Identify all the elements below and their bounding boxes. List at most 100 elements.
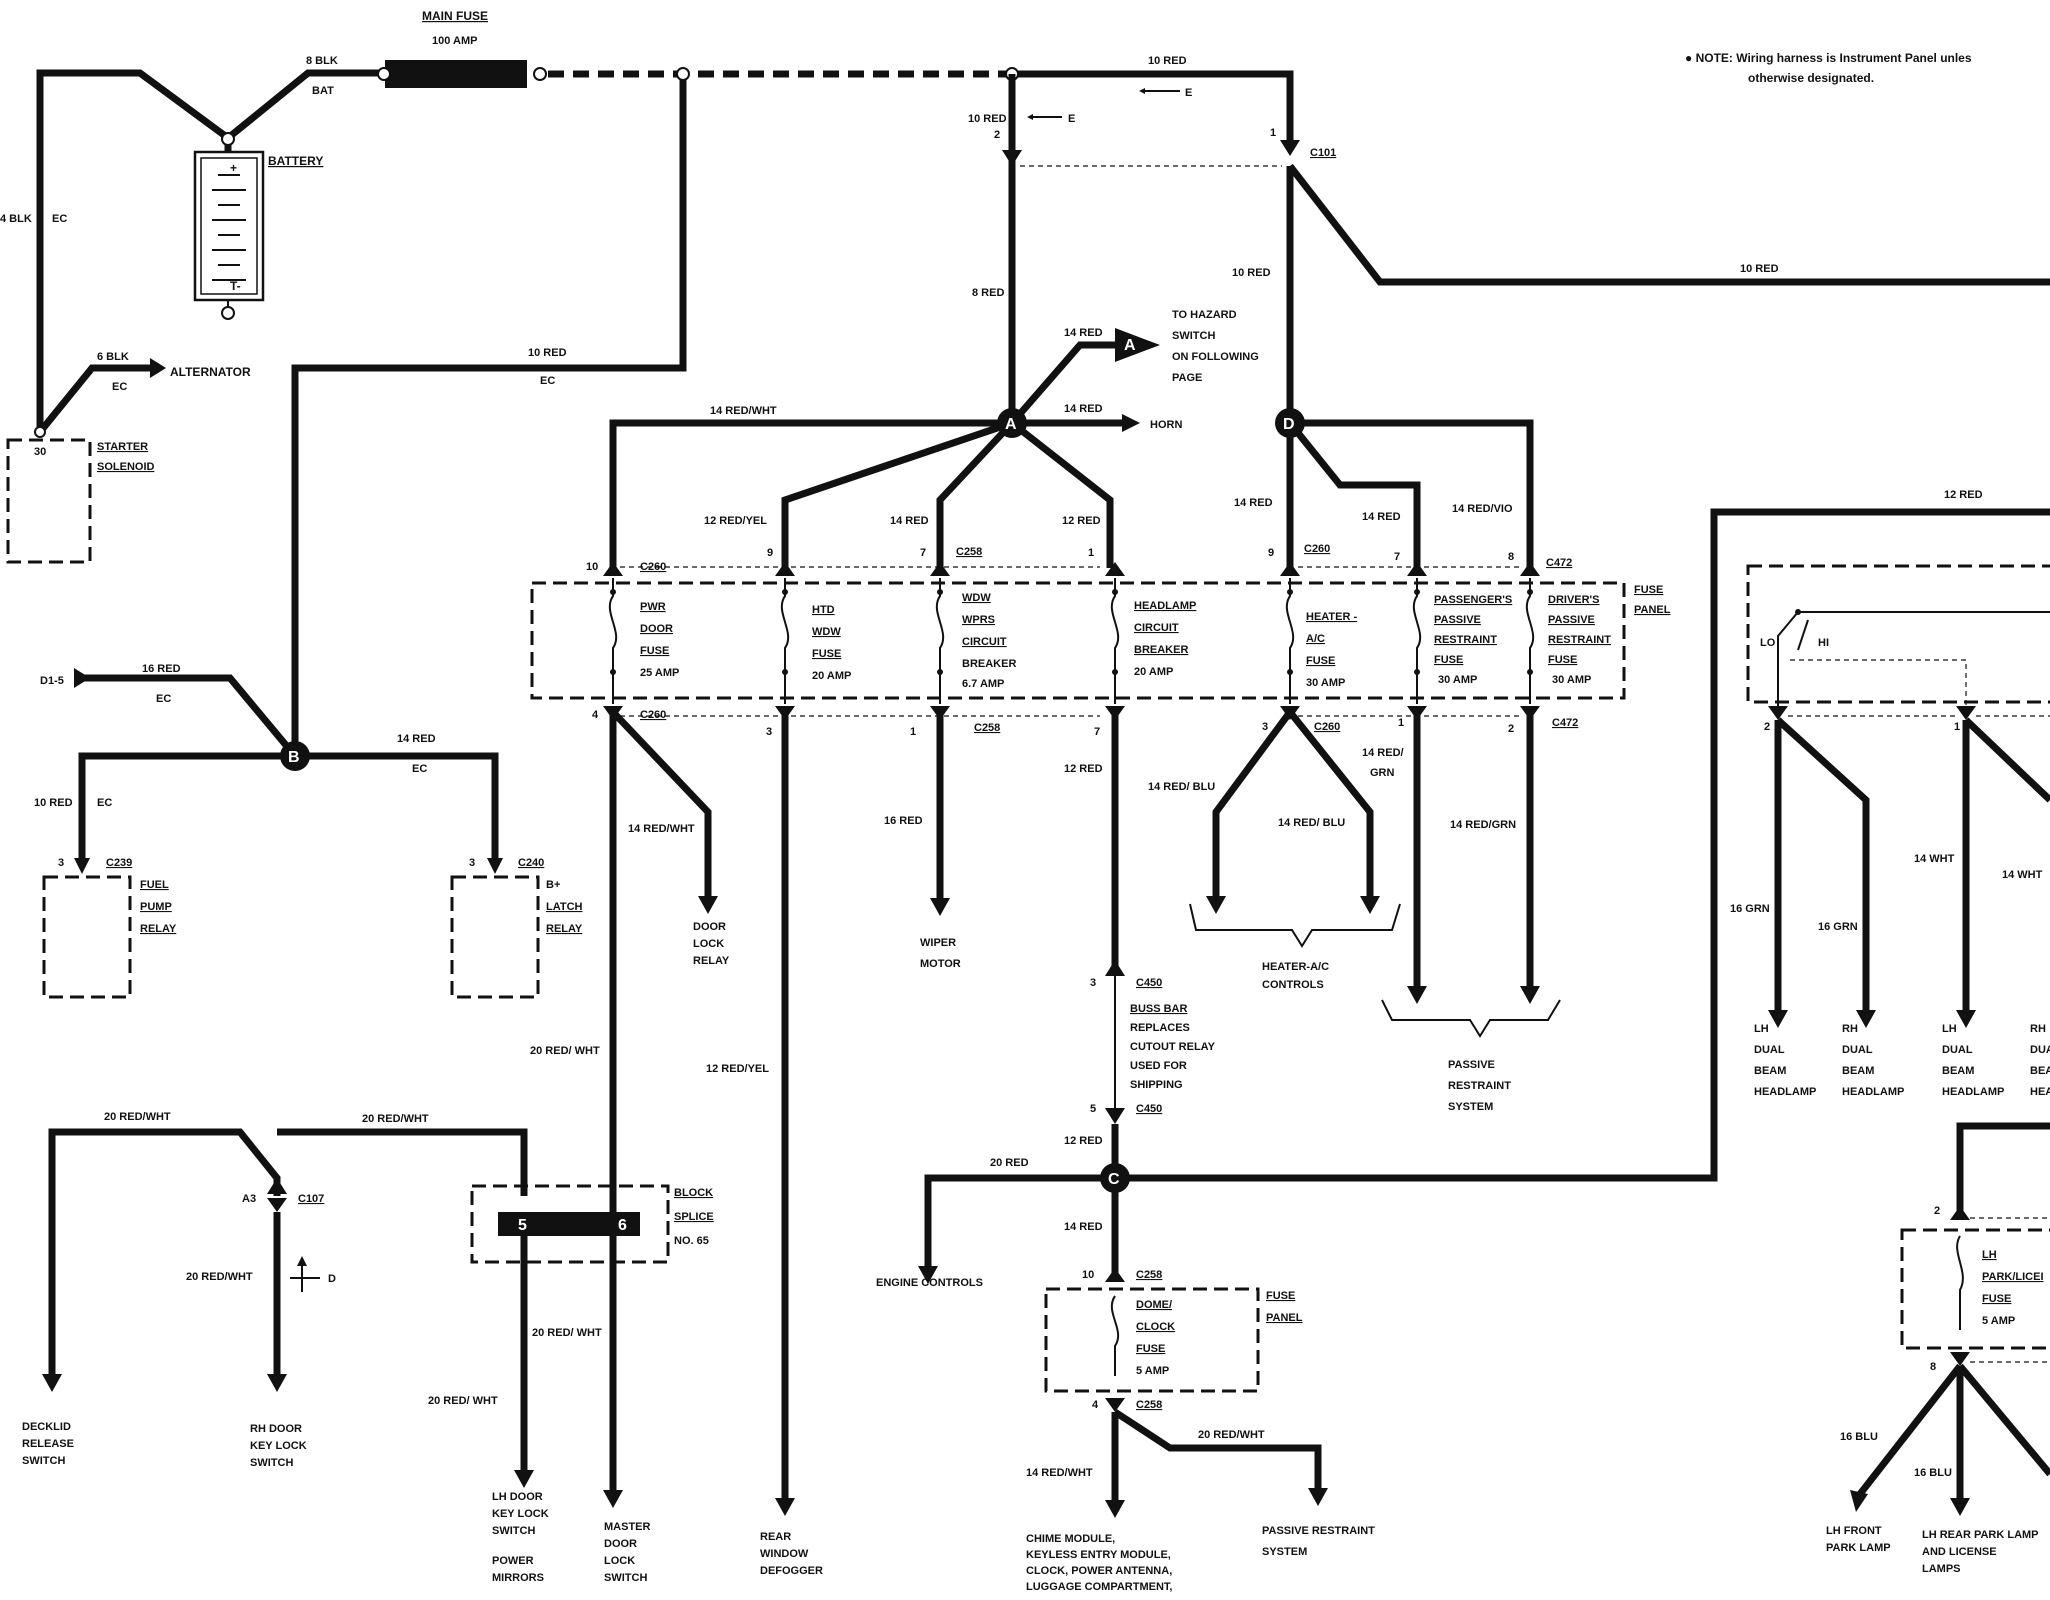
fp-pin-bot-7: 2 (1508, 723, 1514, 735)
fuse3-l5: 6.7 AMP (962, 678, 1004, 690)
fuse2-l2: WDW (812, 626, 841, 638)
alternator-arrow (150, 358, 166, 378)
w20redwht-e: 20 RED/ WHT (532, 1327, 602, 1339)
splice-a-label: A (1005, 416, 1017, 433)
chime-4: LUGGAGE COMPARTMENT, (1026, 1581, 1172, 1593)
hazard-flag (1115, 328, 1160, 362)
svg-text:T-: T- (230, 279, 241, 293)
rear-park-1: LH REAR PARK LAMP (1922, 1529, 2039, 1541)
w20redwht-a: 20 RED/WHT (104, 1111, 171, 1123)
fuse-driver-pr (1520, 562, 1540, 720)
wire-b-relays (78, 752, 499, 864)
rear-wire-label: 12 RED/YEL (706, 1063, 769, 1075)
buss-3: CUTOUT RELAY (1130, 1041, 1216, 1053)
starter-harness-label: EC (52, 213, 67, 225)
battery-ground-wire (36, 69, 390, 432)
wire-label-14red-hazard: 14 RED (1064, 327, 1103, 339)
master-2: DOOR (604, 1538, 637, 1550)
wire-label-10red-ec: 10 RED (528, 347, 567, 359)
lh-door-5: MIRRORS (492, 1572, 544, 1584)
front-2: PARK LAMP (1826, 1542, 1891, 1554)
fuse5-l3: FUSE (1306, 655, 1335, 667)
wiper-wire-label: 16 RED (884, 815, 923, 827)
heater-2: CONTROLS (1262, 979, 1324, 991)
door-lock-3: RELAY (693, 955, 730, 967)
c107-label: C107 (298, 1193, 324, 1205)
fp-conn-top-3: C260 (1304, 543, 1330, 555)
latch-label-0: B+ (546, 879, 560, 891)
block-pin5: 5 (518, 1217, 527, 1234)
fp-conn-bot-3: C260 (1314, 721, 1340, 733)
rear-park-2: AND LICENSE (1922, 1546, 1997, 1558)
splice-d (1275, 408, 1305, 438)
starter-wire-label: 4 BLK (0, 213, 32, 225)
alternator-wire (37, 364, 150, 435)
park-pin8: 8 (1930, 1361, 1936, 1373)
fuse6-l2: PASSIVE (1434, 614, 1481, 626)
dome-fuse-box (1044, 1287, 1260, 1393)
wire-10red-ec (291, 74, 687, 756)
wire-label-12redyel: 12 RED/YEL (704, 515, 767, 527)
fp-pin-top-6: 7 (1394, 551, 1400, 563)
heater-wire-2: 14 RED/ BLU (1278, 817, 1345, 829)
fuel-label-1: FUEL (140, 879, 169, 891)
rh-b-4: HEA (2030, 1086, 2050, 1098)
rh-1: RH DOOR (250, 1423, 302, 1435)
fuel-label-3: RELAY (140, 923, 177, 935)
lh-a-2: DUAL (1754, 1044, 1785, 1056)
wire-label-14red-horn: 14 RED (1064, 403, 1103, 415)
latch-label-2: RELAY (546, 923, 583, 935)
starter-label-2: SOLENOID (97, 461, 155, 473)
w20redwht-f: 20 RED/ WHT (428, 1395, 498, 1407)
wire-label-12red-hl: 12 RED (1062, 515, 1101, 527)
fp-pin-bot-1: 4 (592, 709, 599, 721)
w16grn-a: 16 GRN (1730, 903, 1770, 915)
chime-2: KEYLESS ENTRY MODULE, (1026, 1549, 1171, 1561)
w12red-c: 12 RED (1064, 1135, 1103, 1147)
a3-label: A3 (242, 1193, 256, 1205)
park-lamp-section: 2 LH PARK/LICEI FUSE 5 AMP 8 16 BLU 16 B… (1826, 1122, 2050, 1575)
wire-label-10red-d: 10 RED (1232, 267, 1271, 279)
fuse-panel-outputs: 14 RED/WHT DOOR LOCK RELAY 12 RED/YEL RE… (609, 489, 2050, 1593)
wire-label-10red-right: 10 RED (1740, 263, 1779, 275)
block-2: SPLICE (674, 1211, 714, 1223)
pr-3: SYSTEM (1448, 1101, 1493, 1113)
chime-1: CHIME MODULE, (1026, 1533, 1115, 1545)
wire-label-14redvio: 14 RED/VIO (1452, 503, 1513, 515)
w16blu-a: 16 BLU (1840, 1431, 1878, 1443)
headlamp-switch-box (1746, 564, 2050, 704)
fuse7-l2: PASSIVE (1548, 614, 1595, 626)
w14wht-a: 14 WHT (1914, 853, 1955, 865)
fuse-pwr-door (603, 562, 623, 720)
dome-3: FUSE (1136, 1343, 1165, 1355)
fuse3-l2: WPRS (962, 614, 995, 626)
main-fuse-title: MAIN FUSE (422, 9, 488, 23)
wire-label-14red-b: 14 RED (397, 733, 436, 745)
w16blu-b: 16 BLU (1914, 1467, 1952, 1479)
ec-label-2: EC (412, 763, 427, 775)
buss-2: REPLACES (1130, 1022, 1190, 1034)
w14wht-b: 14 WHT (2002, 869, 2043, 881)
pin-2: 2 (994, 129, 1000, 141)
fuse5-l2: A/C (1306, 633, 1325, 645)
wire-label-8red: 8 RED (972, 287, 1004, 299)
rh-a-4: HEADLAMP (1842, 1086, 1904, 1098)
w20redwht-c: 20 RED/WHT (186, 1271, 253, 1283)
e-label-1: E (1068, 113, 1075, 125)
w20redwht-pr: 20 RED/WHT (1198, 1429, 1265, 1441)
note-line-1: ● NOTE: Wiring harness is Instrument Pan… (1685, 51, 1972, 65)
fp-conn-bot-1: C260 (640, 709, 666, 721)
lh-b-3: BEAM (1942, 1065, 1974, 1077)
fuse6-l1: PASSENGER'S (1434, 594, 1512, 606)
splice-b-section: D1-5 16 RED EC B 14 RED EC 10 RED EC 3 C… (34, 663, 583, 999)
pr-wire-1a: 14 RED/ (1362, 747, 1404, 759)
lo-label: LO (1760, 637, 1776, 649)
heater-wire-1: 14 RED/ BLU (1148, 781, 1215, 793)
buss-4: USED FOR (1130, 1060, 1187, 1072)
fuse7-l5: 30 AMP (1552, 674, 1591, 686)
splice-b-label: B (288, 749, 300, 766)
c239-label: C239 (106, 857, 132, 869)
wire-label-14red-wdw: 14 RED (890, 515, 929, 527)
rh-3: SWITCH (250, 1457, 293, 1469)
